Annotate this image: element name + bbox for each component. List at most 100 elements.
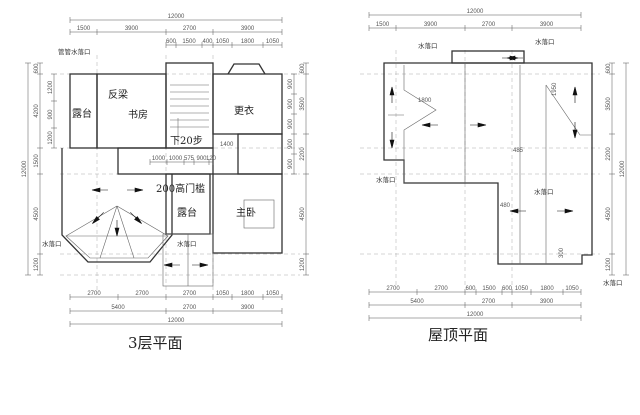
dimension-label: 3500: [606, 97, 612, 111]
dimension-label: 120: [206, 156, 217, 162]
dimension-label: 900: [288, 78, 294, 89]
drain-label: 水落口: [418, 41, 438, 50]
room-label-master-bedroom: 主卧: [236, 206, 256, 219]
dimension-label: 1500: [77, 26, 91, 32]
dressing-room: [212, 73, 283, 135]
slope-arrow-icon: [470, 122, 487, 128]
dimension-label: 12000: [168, 14, 185, 20]
drain-label: 水落口: [177, 239, 197, 248]
slope-arrow-icon: [557, 208, 574, 214]
slope-arrow-icon: [127, 187, 144, 193]
slope-arrow-icon: [572, 86, 578, 103]
reverse-beam-label: 反梁: [108, 88, 128, 101]
dimension-label: 1200: [34, 257, 40, 271]
drawing-title-third-floor: 3层平面: [128, 334, 183, 352]
dimension-label: 12000: [620, 160, 626, 177]
dimension-label: 600: [465, 286, 476, 292]
dimension-label: 900: [288, 98, 294, 109]
dimension-label: 1000: [169, 156, 183, 162]
dim-label: 1950: [552, 82, 558, 96]
slope-arrow-icon: [92, 212, 104, 224]
slope-arrow-icon: [572, 122, 578, 139]
drawing-title-roof: 屋顶平面: [428, 326, 488, 344]
dimension-label: 2700: [434, 286, 448, 292]
dimension-label: 12000: [22, 160, 28, 177]
dimension-label: 1200: [48, 80, 54, 94]
slope-arrow-icon: [130, 212, 142, 224]
room-label-terrace: 露台: [72, 107, 92, 120]
dimension-label: 2200: [300, 147, 306, 161]
dimension-label: 3900: [241, 26, 255, 32]
dimension-label: 900: [288, 138, 294, 149]
dimension-label: 575: [184, 156, 195, 162]
dimension-label: 1050: [216, 291, 230, 297]
slope-arrow-icon: [389, 86, 395, 103]
third-floor-walls: [61, 62, 283, 287]
drain-label: 水落口: [535, 37, 555, 46]
slope-arrow-icon: [421, 122, 438, 128]
slope-arrow-icon: [114, 220, 120, 237]
dimension-label: 2700: [135, 291, 149, 297]
dimension-label: 1500: [182, 39, 196, 45]
dimension-label: 1500: [376, 22, 390, 28]
dimension-label: 1050: [266, 291, 280, 297]
dim-label: 1800: [418, 98, 432, 104]
bathroom: [237, 133, 283, 175]
room-label-small-terrace: 露台: [177, 206, 197, 219]
stairs-down-label: 下20步: [170, 135, 203, 147]
slope-arrow-icon: [192, 262, 209, 268]
dimension-label: 4500: [34, 207, 40, 221]
dimension-label: 1200: [606, 257, 612, 271]
grid-axes: [60, 50, 600, 290]
dimension-label: 1050: [515, 286, 529, 292]
dim-label: 485: [513, 148, 524, 154]
dimension-label: 5400: [410, 299, 424, 305]
dimension-label: 2700: [482, 299, 496, 305]
slope-arrow-icon: [91, 187, 108, 193]
dimension-label: 3900: [540, 299, 554, 305]
dimension-label: 1000: [152, 156, 166, 162]
dimension-label: 2700: [183, 26, 197, 32]
dimension-label: 600: [34, 63, 40, 74]
dimension-label: 2700: [183, 305, 197, 311]
dimension-label: 600: [502, 286, 513, 292]
dimension-label: 2700: [87, 291, 101, 297]
dimension-label: 3900: [125, 26, 139, 32]
dimension-label: 2700: [482, 22, 496, 28]
dimension-label: 2200: [606, 147, 612, 161]
bed-icon: [243, 199, 275, 229]
dimension-label: 900: [288, 158, 294, 169]
dimension-label: 3900: [540, 22, 554, 28]
dim-label: 300: [559, 247, 565, 258]
slope-arrow-icon: [389, 132, 395, 149]
dimension-label: 4500: [606, 207, 612, 221]
drain-label: 水落口: [603, 278, 623, 287]
slope-arrow-icon: [502, 55, 519, 61]
dimension-label: 4200: [34, 104, 40, 118]
dimension-label: 2700: [183, 291, 197, 297]
master-bedroom: [212, 173, 283, 254]
dimension-label: 900: [48, 109, 54, 120]
dimension-label: 3900: [241, 305, 255, 311]
large-terrace: [61, 148, 173, 263]
dimension-label: 1050: [565, 286, 579, 292]
room-label-study: 书房: [128, 108, 148, 121]
dimension-label: 1500: [482, 286, 496, 292]
dimension-label: 2700: [386, 286, 400, 292]
dimension-label: 1200: [48, 131, 54, 145]
slope-arrow-icon: [509, 208, 526, 214]
dimension-label: 1500: [34, 154, 40, 168]
drain-label: 水落口: [534, 187, 554, 196]
dimension-label: 3500: [300, 97, 306, 111]
dim-label: 480: [500, 203, 511, 209]
dimension-label: 12000: [168, 318, 185, 324]
drain-label: 水落口: [376, 175, 396, 184]
threshold-label: 200高门槛: [156, 182, 205, 195]
dim-label: 1400: [220, 142, 234, 148]
dimension-label: 900: [196, 156, 207, 162]
dimension-label: 1200: [300, 257, 306, 271]
roof-outline: [383, 50, 593, 265]
dimension-label: 5400: [111, 305, 125, 311]
dimension-label: 1800: [241, 39, 255, 45]
dimension-label: 600: [606, 63, 612, 74]
